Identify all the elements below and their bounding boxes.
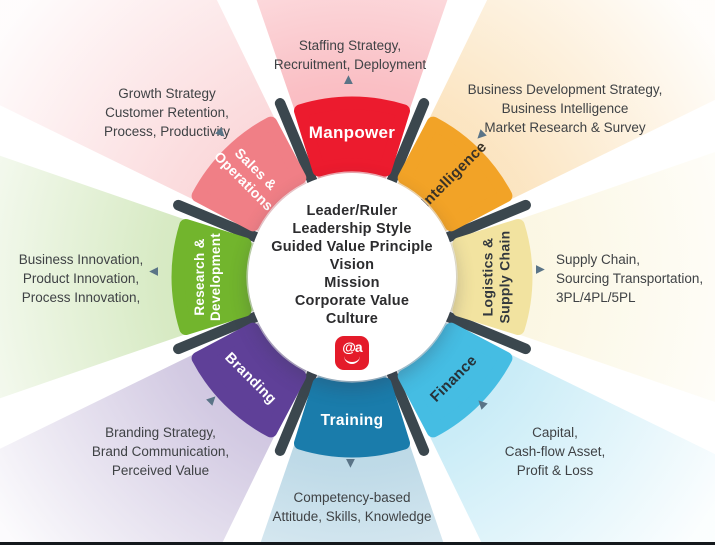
pointer-arrow-icon: ▲	[144, 264, 162, 279]
spoke-divider	[383, 360, 430, 456]
manpower-segment	[294, 96, 410, 177]
pointer-arrow-icon: ▲	[531, 262, 549, 277]
finance-segment	[397, 322, 513, 438]
spoke-divider	[274, 360, 321, 456]
center-text-line: Guided Value Principle	[271, 239, 433, 255]
annotation-manpower: Staffing Strategy, Recruitment, Deployme…	[273, 38, 427, 73]
logistics-glow-wedge	[352, 152, 715, 402]
rnd-segment	[171, 219, 252, 335]
center-text-line: Leader/Ruler	[306, 203, 398, 219]
spoke-divider	[435, 308, 531, 355]
spoke-divider	[383, 98, 430, 194]
center-text-line: Mission	[324, 275, 380, 291]
center-hub-circle: Leader/Ruler Leadership Style Guided Val…	[248, 173, 456, 381]
branding-segment	[191, 322, 307, 438]
sales-segment	[191, 116, 307, 232]
annotation-research-development: Business Innovation, Product Innovation,…	[18, 252, 144, 306]
center-text-line: Vision	[329, 257, 375, 273]
annotation-logistics: Supply Chain, Sourcing Transportation, 3…	[556, 252, 704, 306]
pointer-arrow-icon: ▲	[343, 455, 358, 472]
center-text-block: Leader/Ruler Leadership Style Guided Val…	[248, 202, 456, 328]
spoke-divider	[173, 199, 269, 246]
logistics-segment	[452, 219, 533, 335]
annotation-intelligence: Business Development Strategy, Business …	[467, 82, 663, 136]
training-segment	[294, 377, 410, 458]
window-bottom-edge	[0, 542, 715, 545]
center-text-line: Culture	[325, 311, 379, 327]
brand-logo: @a	[335, 336, 369, 370]
annotation-training: Competency-based Attitude, Skills, Knowl…	[272, 490, 432, 525]
smile-icon	[344, 354, 360, 364]
pointer-arrow-icon: ▲	[341, 71, 356, 88]
annotation-finance: Capital, Cash-flow Asset, Profit & Loss	[504, 425, 606, 479]
center-text-line: Leadership Style	[292, 221, 412, 237]
brand-logo-monogram: @a	[342, 339, 362, 355]
center-text-line: Corporate Value	[294, 293, 410, 309]
spoke-divider	[435, 199, 531, 246]
annotation-sales-operations: Growth Strategy Customer Retention, Proc…	[103, 86, 231, 140]
spoke-divider	[173, 308, 269, 355]
spoke-divider	[274, 98, 321, 194]
intelligence-segment	[397, 116, 513, 232]
annotation-branding: Branding Strategy, Brand Communication, …	[91, 425, 230, 479]
